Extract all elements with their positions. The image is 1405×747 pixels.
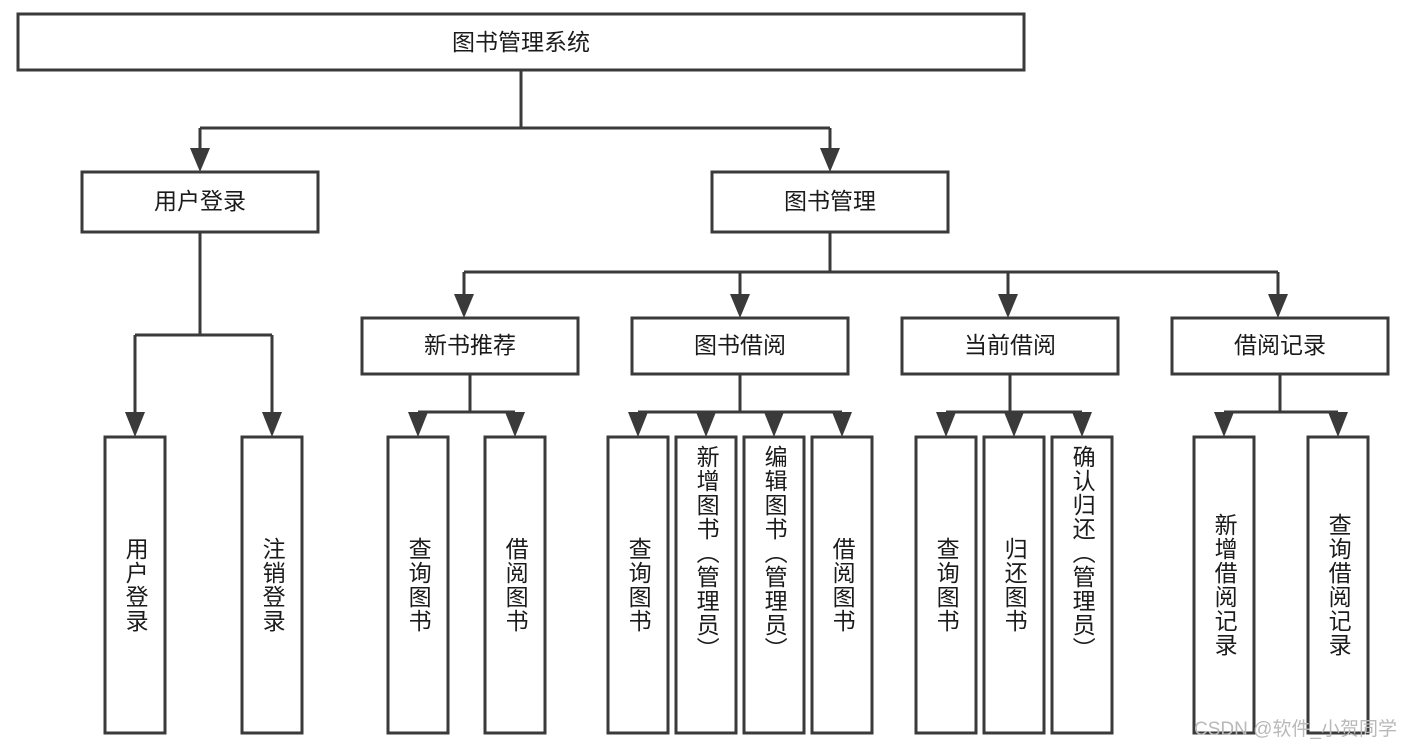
arrow-head-icon <box>505 412 525 437</box>
connector-root-to-level2 <box>190 70 840 172</box>
node-box-current-borrow[interactable] <box>900 316 1120 376</box>
node-box-leaf-query-book-current[interactable] <box>914 435 978 735</box>
arrow-head-icon <box>408 412 428 437</box>
arrow-head-icon <box>832 412 852 437</box>
arrow-head-icon <box>628 412 648 437</box>
node-label-new-book-recommend: 新书推荐 <box>424 332 516 358</box>
node-label-book-borrow: 图书借阅 <box>694 332 786 358</box>
arrow-head-icon <box>1072 412 1092 437</box>
connector-user-login-to-leaves <box>125 232 282 437</box>
node-box-leaf-borrow-book[interactable] <box>810 435 874 735</box>
node-box-leaf-confirm-return-admin[interactable] <box>1050 435 1114 735</box>
arrow-head-icon <box>936 412 956 437</box>
arrow-head-icon <box>1328 412 1348 437</box>
node-box-leaf-borrow-book-rec[interactable] <box>483 435 547 735</box>
watermark-text: CSDN @软件_小贺同学 <box>1194 719 1397 740</box>
node-label-book-management: 图书管理 <box>784 188 876 214</box>
node-box-book-borrow[interactable] <box>630 316 850 376</box>
arrow-head-icon <box>262 412 282 437</box>
arrow-head-icon <box>1268 294 1288 318</box>
connector-new-book-rec-to-leaves <box>408 374 525 437</box>
arrow-head-icon <box>764 412 784 437</box>
arrow-head-icon <box>820 148 840 172</box>
connector-borrow-record-to-leaves <box>1214 374 1348 437</box>
node-box-book-management[interactable] <box>710 170 950 234</box>
arrow-head-icon <box>998 294 1018 318</box>
node-box-new-book-recommend[interactable] <box>360 316 580 376</box>
node-box-leaf-add-book-admin[interactable] <box>674 435 738 735</box>
arrow-head-icon <box>454 294 474 318</box>
connector-book-mgmt-to-level3 <box>454 232 1288 318</box>
node-label-user-login: 用户登录 <box>154 188 246 214</box>
arrow-head-icon <box>190 148 210 172</box>
arrow-head-icon <box>125 412 145 437</box>
node-label-borrow-record: 借阅记录 <box>1234 332 1326 358</box>
node-box-borrow-record[interactable] <box>1170 316 1390 376</box>
node-box-leaf-logout[interactable] <box>240 435 304 735</box>
node-box-leaf-query-book-borrow[interactable] <box>606 435 670 735</box>
node-label-root: 图书管理系统 <box>452 29 590 55</box>
arrow-head-icon <box>1004 412 1024 437</box>
node-label-current-borrow: 当前借阅 <box>964 332 1056 358</box>
arrow-head-icon <box>1214 412 1234 437</box>
node-box-user-login[interactable] <box>80 170 320 234</box>
arrow-head-icon <box>730 294 750 318</box>
node-box-root[interactable] <box>16 12 1026 72</box>
node-box-leaf-add-borrow-record[interactable] <box>1192 435 1256 735</box>
node-box-leaf-query-borrow-record[interactable] <box>1306 435 1370 735</box>
node-box-leaf-return-book[interactable] <box>982 435 1046 735</box>
node-box-leaf-user-login[interactable] <box>103 435 167 735</box>
connector-book-borrow-to-leaves <box>628 374 852 437</box>
connector-current-borrow-to-leaves <box>936 374 1092 437</box>
node-box-leaf-edit-book-admin[interactable] <box>742 435 806 735</box>
arrow-head-icon <box>696 412 716 437</box>
node-box-leaf-query-book-rec[interactable] <box>386 435 450 735</box>
